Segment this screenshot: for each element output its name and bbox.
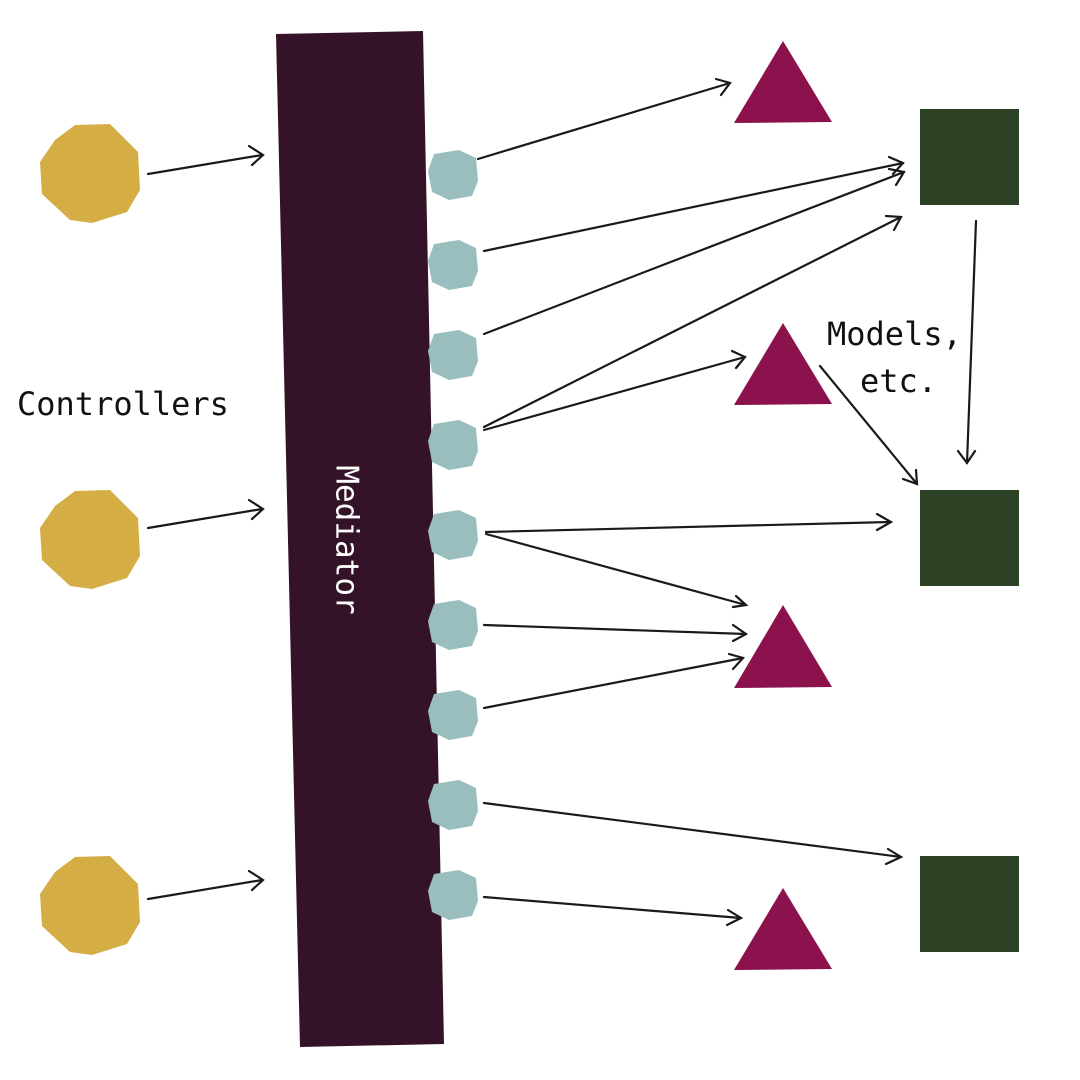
controller-node: [40, 490, 140, 589]
arrow: [484, 520, 893, 534]
arrowhead: [887, 167, 906, 187]
mediator-label: Mediator: [329, 465, 365, 614]
arrow: [476, 81, 732, 161]
arrowhead: [875, 512, 894, 532]
models-label-line2: etc.: [860, 362, 937, 400]
port-node: [428, 150, 478, 200]
arrow: [482, 656, 745, 710]
arrow: [146, 153, 264, 176]
port-node: [428, 330, 478, 380]
arrowhead: [247, 869, 265, 892]
arrow: [818, 364, 919, 486]
port-node: [428, 870, 478, 920]
arrow: [482, 895, 743, 920]
arrowhead: [901, 468, 919, 486]
models-group: [920, 109, 1019, 952]
arrowhead: [247, 144, 265, 167]
port-node: [428, 420, 478, 470]
triangle-node: [734, 605, 832, 688]
triangles-group: [734, 41, 832, 970]
controllers-label: Controllers: [17, 385, 229, 423]
mediator-bar: [276, 31, 444, 1047]
triangle-node: [734, 323, 832, 405]
arrowhead: [884, 847, 904, 866]
model-node: [920, 490, 1019, 586]
port-node: [428, 780, 478, 830]
arrow: [482, 801, 903, 859]
port-node: [428, 690, 478, 740]
triangle-node: [734, 41, 832, 123]
controller-node: [40, 856, 140, 955]
arrowhead: [727, 652, 746, 671]
arrow: [146, 507, 264, 530]
arrowhead: [714, 77, 732, 97]
model-node: [920, 856, 1019, 952]
arrowhead: [247, 498, 265, 521]
arrow: [482, 170, 906, 336]
triangle-node: [734, 888, 832, 970]
arrowhead: [884, 214, 903, 232]
model-node: [920, 109, 1019, 205]
controller-node: [40, 124, 140, 223]
arrow: [482, 161, 905, 253]
arrows-group: [146, 77, 978, 927]
arrow: [146, 878, 264, 901]
port-node: [428, 600, 478, 650]
ports-group: [428, 150, 478, 920]
arrowhead: [731, 594, 749, 609]
arrow: [965, 219, 978, 465]
arrowhead: [731, 623, 749, 643]
controllers-group: [40, 124, 140, 955]
arrow: [482, 355, 747, 432]
arrowhead: [725, 908, 744, 927]
arrowhead: [730, 349, 747, 370]
arrow: [484, 532, 748, 607]
models-label-line1: Models,: [827, 315, 962, 353]
arrowhead: [956, 449, 977, 465]
port-node: [428, 240, 478, 290]
arrow: [482, 623, 748, 636]
arrow: [482, 215, 903, 429]
port-node: [428, 510, 478, 560]
